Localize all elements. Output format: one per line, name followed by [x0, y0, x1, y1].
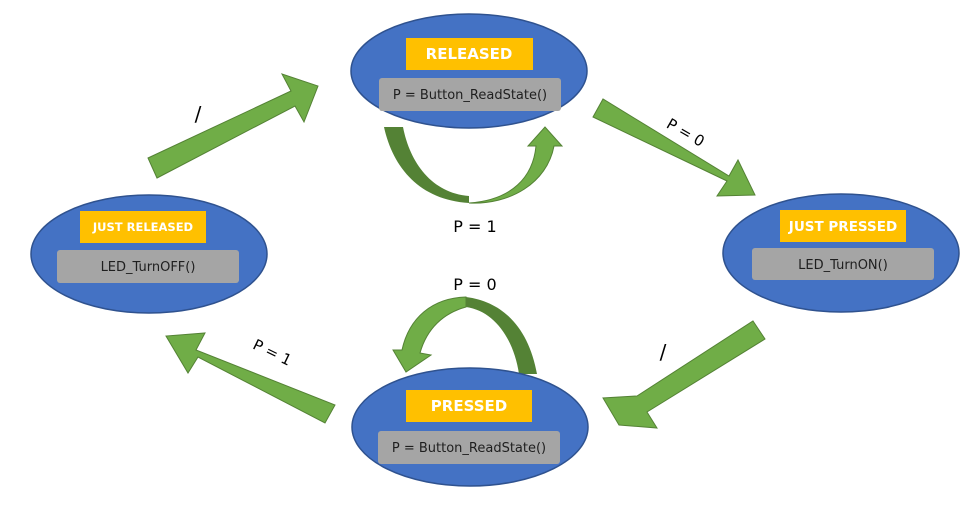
- self-loop-pressed-dark-side: [466, 297, 537, 374]
- label-released-self: P = 1: [453, 217, 496, 236]
- label-pressed-to-just-released: P = 1: [250, 335, 294, 369]
- state-just-pressed: JUST PRESSED LED_TurnON(): [722, 193, 960, 313]
- self-loop-released-dark-side: [384, 127, 469, 203]
- state-pressed-title: PRESSED: [431, 397, 507, 415]
- state-pressed-action-box: [378, 431, 560, 464]
- arrow-released-to-just-pressed: [592, 98, 756, 197]
- self-loop-released-arrow: [468, 126, 564, 204]
- arrow-pressed-to-just-released: [165, 332, 336, 424]
- state-pressed-title-box: [406, 390, 532, 422]
- label-pressed-self: P = 0: [453, 275, 496, 294]
- label-just-released-to-released: /: [195, 102, 202, 126]
- state-released: RELEASED P = Button_ReadState(): [350, 13, 588, 129]
- label-just-pressed-to-pressed: /: [660, 340, 667, 364]
- self-loop-pressed-arrow: [392, 296, 467, 373]
- state-pressed-action: P = Button_ReadState(): [392, 441, 546, 456]
- state-released-action-box: [379, 78, 561, 111]
- state-released-action: P = Button_ReadState(): [393, 88, 547, 103]
- state-just-released-title: JUST RELEASED: [92, 220, 193, 234]
- state-just-pressed-title-box: [780, 210, 906, 242]
- state-released-title-box: [406, 38, 533, 70]
- state-pressed: PRESSED P = Button_ReadState(): [351, 367, 589, 487]
- state-released-title: RELEASED: [426, 45, 513, 63]
- state-just-pressed-title: JUST PRESSED: [788, 219, 897, 235]
- state-pressed-ellipse: [351, 367, 589, 487]
- arrow-just-pressed-to-pressed: [602, 320, 766, 429]
- state-just-pressed-action-box: [752, 248, 934, 280]
- state-just-released: JUST RELEASED LED_TurnOFF(): [30, 194, 268, 314]
- state-just-released-title-box: [80, 211, 206, 243]
- state-just-released-action: LED_TurnOFF(): [101, 260, 196, 275]
- state-just-pressed-action: LED_TurnON(): [798, 258, 888, 273]
- state-just-released-action-box: [57, 250, 239, 283]
- arrow-just-released-to-released: [147, 73, 319, 179]
